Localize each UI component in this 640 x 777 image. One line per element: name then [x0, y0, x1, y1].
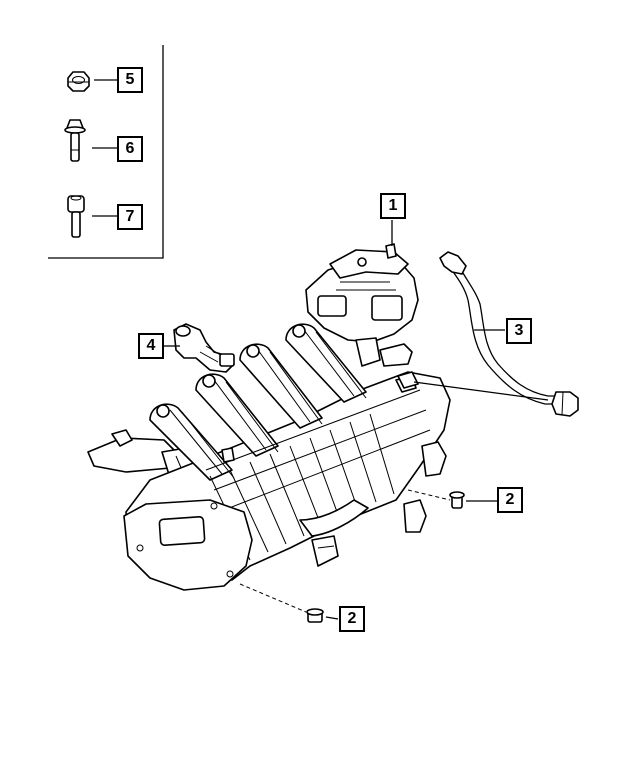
callout-4: 4 — [138, 333, 164, 359]
callout-5: 5 — [117, 67, 143, 93]
callout-3: 3 — [506, 318, 532, 344]
hardware-inset-border — [48, 45, 164, 259]
nut-icon — [67, 71, 90, 92]
intake-manifold — [87, 323, 451, 591]
hose-icon — [439, 251, 579, 417]
callout-7: 7 — [117, 204, 143, 230]
actuator-module — [305, 243, 419, 389]
sensor-icon — [173, 323, 235, 373]
leader-2b — [325, 616, 339, 620]
socket-bolt-icon — [67, 195, 85, 238]
flange-bolt-icon — [64, 119, 86, 162]
lower-bolt-icon — [306, 608, 324, 623]
upper-bolt-icon — [449, 491, 465, 509]
vacuum-line — [413, 381, 549, 401]
leader-2b-dash — [239, 583, 307, 613]
callout-1: 1 — [380, 193, 406, 219]
callout-2-upper: 2 — [497, 487, 523, 513]
leader-2a-dash — [407, 489, 451, 501]
callout-2-lower: 2 — [339, 606, 365, 632]
callout-6: 6 — [117, 136, 143, 162]
